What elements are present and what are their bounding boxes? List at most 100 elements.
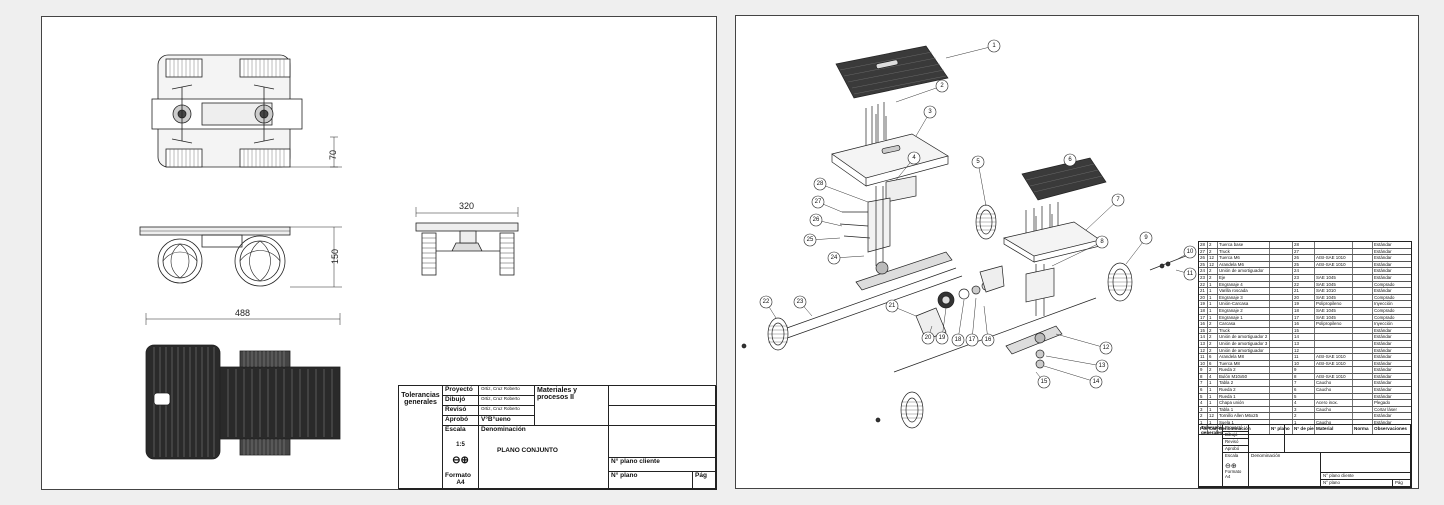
bom-cell bbox=[1315, 242, 1353, 248]
bom-cell: Comprado bbox=[1374, 307, 1395, 313]
bom-cell: Polipropileno bbox=[1315, 321, 1353, 327]
bom-cell: 12 bbox=[1208, 255, 1218, 261]
callout-balloon bbox=[1139, 231, 1153, 245]
projection-icon: ⊖⊕ bbox=[452, 455, 469, 467]
bom-cell: 15 bbox=[1293, 327, 1315, 334]
bom-cell: SAE 1045 bbox=[1315, 274, 1353, 281]
bom-cell: Tornillo Allen M6x25 bbox=[1218, 413, 1270, 420]
bom-cell bbox=[1270, 360, 1293, 367]
bom-cell: 2 bbox=[1208, 367, 1218, 373]
title-block: Tolerancias generales Proyectó Dibujó Re… bbox=[1198, 424, 1412, 488]
bom-cell bbox=[1270, 347, 1293, 354]
bom-cell: 20 bbox=[1199, 294, 1208, 301]
bom-cell bbox=[1270, 354, 1293, 360]
bom-cell: Estándar bbox=[1374, 360, 1392, 366]
bom-cell: Acero inox. bbox=[1315, 400, 1353, 406]
callout-number: 8 bbox=[1100, 239, 1104, 245]
bom-cell: Estándar bbox=[1374, 413, 1392, 419]
bom-cell bbox=[1353, 274, 1373, 281]
bom-cell: 2 bbox=[1208, 321, 1218, 327]
bom-cell: Rueda 1 bbox=[1218, 393, 1270, 400]
bom-cell: Estándar bbox=[1374, 347, 1392, 353]
bom-cell: Rueda 2 bbox=[1218, 387, 1270, 393]
callout-leader bbox=[957, 299, 965, 341]
bom-cell: Tuerca M8 bbox=[1218, 360, 1270, 367]
dim-front-width: 320 bbox=[459, 201, 474, 211]
callout-leader bbox=[945, 45, 995, 59]
bom-cell: Cortar láser bbox=[1374, 406, 1397, 412]
callout-number: 26 bbox=[813, 217, 820, 223]
bom-cell: Tuerca base bbox=[1218, 242, 1270, 248]
bom-cell bbox=[1270, 261, 1293, 268]
bom-cell: 25 bbox=[1293, 261, 1315, 268]
callout-leader bbox=[1045, 355, 1103, 367]
callout-balloon bbox=[1095, 359, 1109, 373]
callout-balloon bbox=[827, 251, 841, 265]
callout-balloon bbox=[971, 155, 985, 169]
bom-cell: Estándar bbox=[1374, 420, 1392, 426]
bom-cell: 28 bbox=[1199, 242, 1208, 248]
callout-balloon bbox=[987, 39, 1001, 53]
bom-cell: 1 bbox=[1199, 420, 1208, 426]
callout-balloon bbox=[1095, 235, 1109, 249]
bom-cell bbox=[1315, 413, 1353, 420]
bom-cell: Polipropileno bbox=[1315, 301, 1353, 307]
callout-balloon bbox=[965, 333, 979, 347]
bom-cell: Estándar bbox=[1374, 248, 1392, 254]
bom-cell: 6 bbox=[1208, 354, 1218, 360]
bom-cell bbox=[1270, 255, 1293, 261]
bom-cell bbox=[1270, 268, 1293, 274]
bom-cell bbox=[1270, 288, 1293, 294]
callout-balloon bbox=[1099, 341, 1113, 355]
bom-cell: 23 bbox=[1293, 274, 1315, 281]
bom-cell bbox=[1353, 294, 1373, 301]
bom-cell: 11 bbox=[1293, 354, 1315, 360]
callout-balloon bbox=[811, 195, 825, 209]
callout-balloon bbox=[951, 333, 965, 347]
bom-cell: 20 bbox=[1293, 294, 1315, 301]
bom-cell: Varilla roscada bbox=[1218, 288, 1270, 294]
bom-cell: 24 bbox=[1199, 268, 1208, 274]
bom-cell: Estándar bbox=[1374, 354, 1392, 360]
bom-cell bbox=[1353, 248, 1373, 255]
tolerances-label: Tolerancias generales bbox=[1199, 425, 1223, 487]
bom-cell: 5 bbox=[1199, 393, 1208, 400]
format-label: Formato bbox=[1225, 468, 1242, 474]
bom-cell: AISI-SAE 1010 bbox=[1315, 373, 1353, 380]
callout-balloon bbox=[793, 295, 807, 309]
bom-cell: Estándar bbox=[1374, 261, 1392, 267]
denomination-label: Denominación bbox=[481, 426, 526, 433]
callout-leader bbox=[977, 161, 987, 207]
callout-balloon bbox=[1089, 375, 1103, 389]
bom-cell: 12 bbox=[1208, 413, 1218, 420]
bom-header-cell: Norma bbox=[1353, 425, 1373, 434]
bom-cell bbox=[1270, 400, 1293, 406]
scale-cell: Escala ⊖⊕ Formato A4 bbox=[1223, 453, 1249, 487]
callout-leader bbox=[1043, 365, 1097, 383]
bom-cell: 3 bbox=[1293, 406, 1315, 413]
bom-cell: 22 bbox=[1293, 281, 1315, 288]
bom-cell: Bulón M10x50 bbox=[1218, 373, 1270, 380]
scale-value: 1:5 bbox=[456, 441, 465, 448]
callout-number: 4 bbox=[912, 155, 916, 161]
bom-cell: Estándar bbox=[1374, 274, 1392, 280]
exploded-view: 1234567891011121314151617181920212223242… bbox=[741, 39, 1197, 429]
callout-balloon bbox=[981, 333, 995, 347]
bom-cell bbox=[1315, 268, 1353, 274]
bom-cell: SAE 1045 bbox=[1315, 294, 1353, 301]
bom-cell bbox=[1353, 380, 1373, 387]
denomination-cell: Denominación PLANO CONJUNTO bbox=[479, 426, 609, 490]
bom-cell bbox=[1353, 406, 1373, 413]
bom-cell: 14 bbox=[1293, 334, 1315, 340]
callout-balloon bbox=[935, 331, 949, 345]
bom-cell bbox=[1353, 420, 1373, 426]
callout-number: 17 bbox=[969, 337, 976, 343]
callout-balloon bbox=[759, 295, 773, 309]
